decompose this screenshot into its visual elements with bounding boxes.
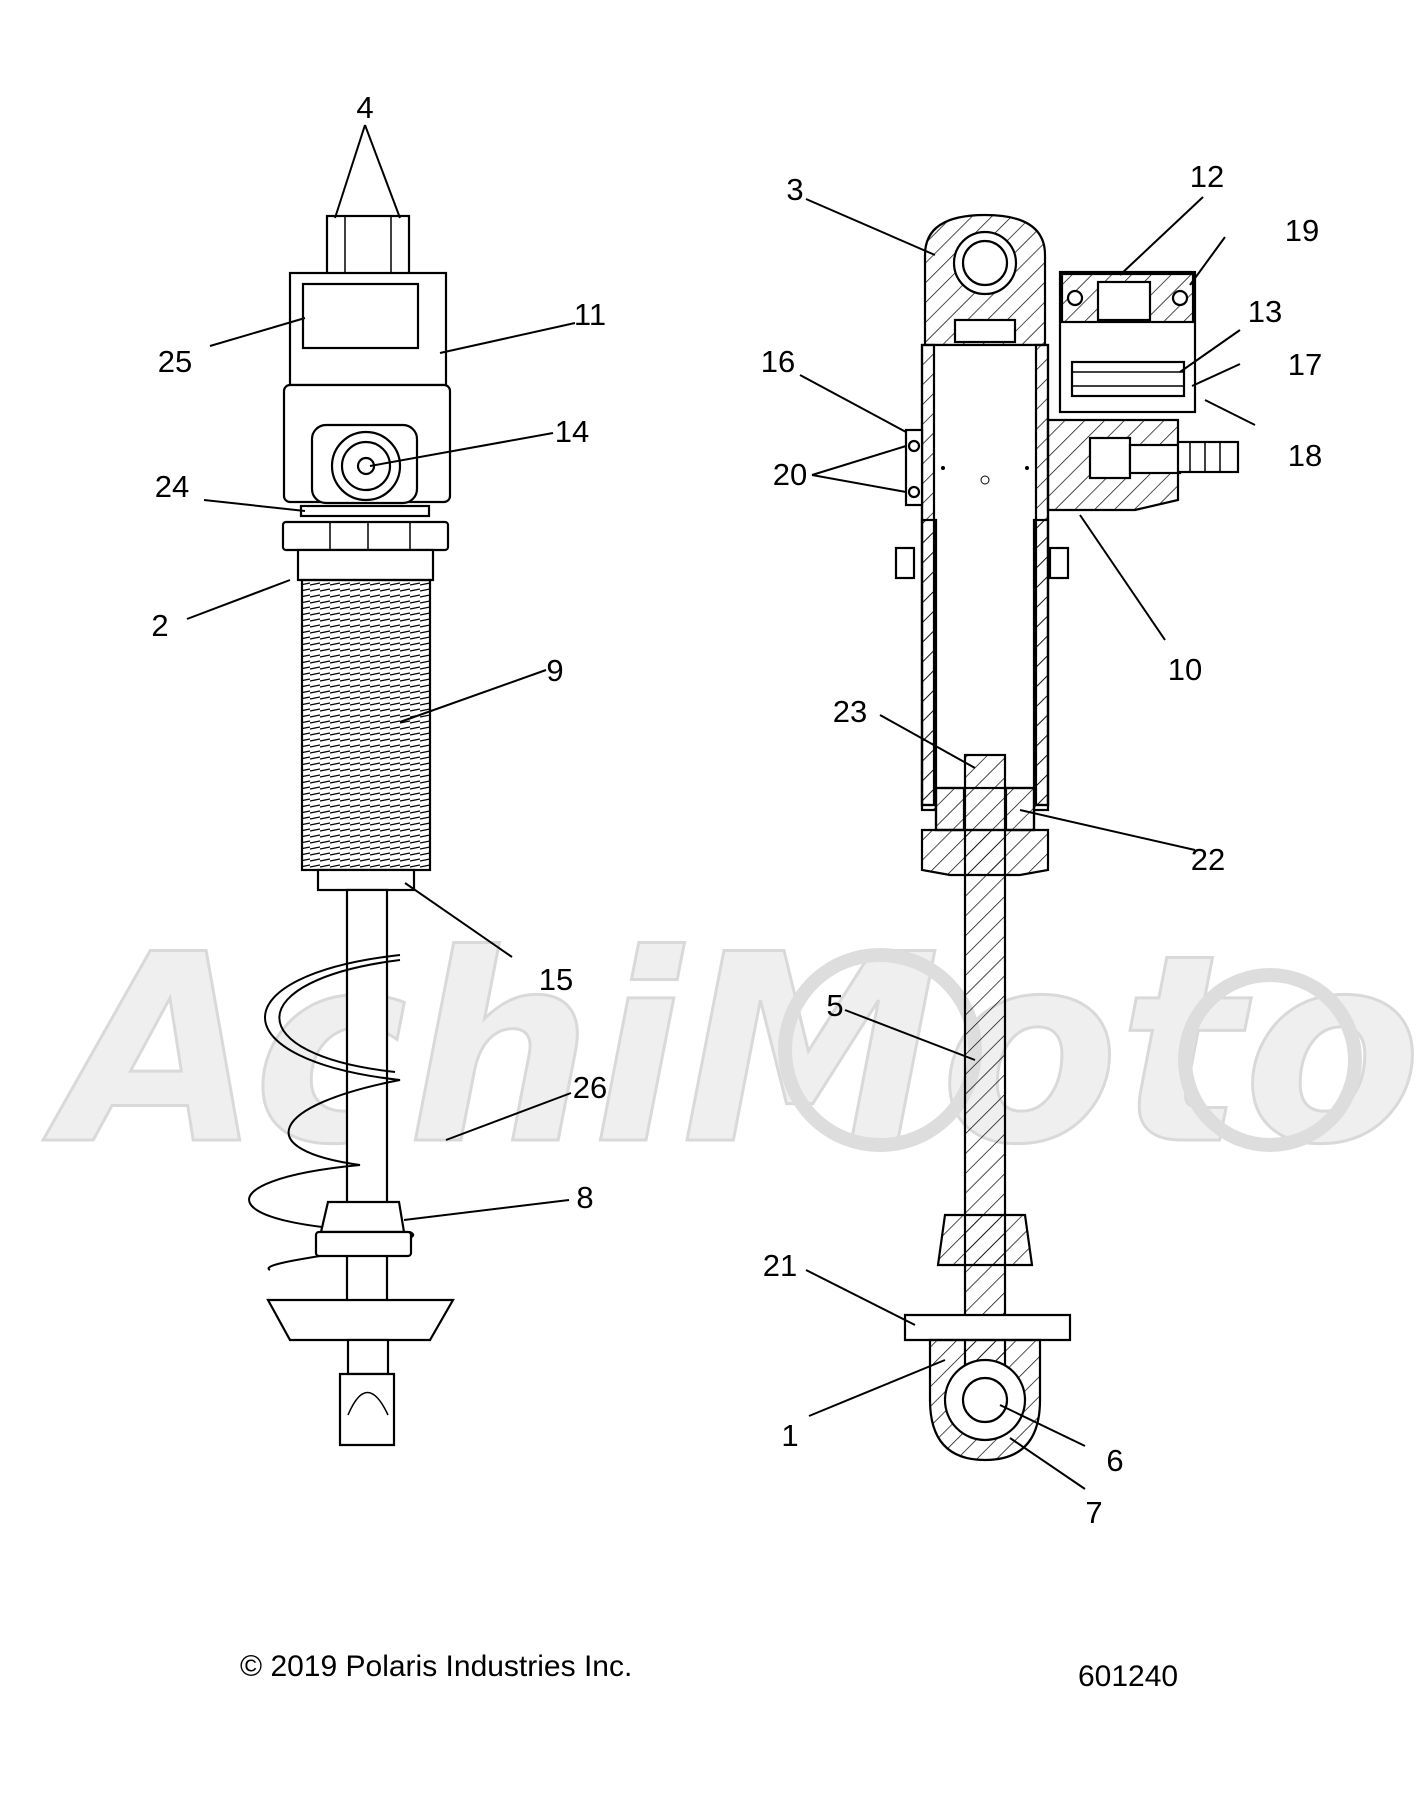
callout-22: 22: [1191, 842, 1225, 877]
eyelet-bore: [961, 1376, 1009, 1424]
threaded-body: [300, 578, 432, 872]
callout-11: 11: [574, 297, 606, 332]
bumper: [936, 1213, 1034, 1267]
shock-section-view: [894, 213, 1240, 1462]
callout-15: 15: [539, 962, 573, 997]
callouts: 4 25 11 14 24 2 9 15 26 8 3 12 19 13 17 …: [151, 90, 1322, 1530]
callout-12: 12: [1190, 159, 1224, 194]
callout-25: 25: [158, 344, 192, 379]
lower-eyelet: [338, 1372, 396, 1447]
leader-lines: [186, 124, 1256, 1490]
body-cap: [316, 868, 416, 892]
seal-ring: [299, 504, 431, 518]
callout-21: 21: [763, 1248, 797, 1283]
top-fitting: [325, 214, 411, 276]
shock-exterior-view: [248, 214, 455, 1447]
callout-5: 5: [826, 988, 843, 1023]
callout-7: 7: [1085, 1495, 1102, 1530]
callout-23: 23: [833, 694, 867, 729]
adjuster-knob-section: [1176, 440, 1240, 474]
preload-nut: [281, 520, 450, 552]
lower-retainer-section: [903, 1313, 1072, 1342]
callout-2: 2: [151, 608, 168, 643]
callout-17: 17: [1288, 347, 1322, 382]
watermark-text: AchiMoto: [40, 900, 1417, 1202]
spring-seat: [319, 1200, 406, 1234]
watermark-wheel: [1178, 968, 1362, 1152]
label-plate: [301, 282, 420, 350]
callout-18: 18: [1288, 438, 1322, 473]
callout-4: 4: [356, 90, 373, 125]
callout-1: 1: [781, 1418, 798, 1453]
copyright-text: © 2019 Polaris Industries Inc.: [240, 1650, 632, 1683]
callout-19: 19: [1285, 213, 1319, 248]
callout-16: 16: [761, 344, 795, 379]
callout-10: 10: [1168, 652, 1202, 687]
callout-26: 26: [573, 1070, 607, 1105]
shaft-section: [963, 753, 1007, 1367]
callout-20: 20: [773, 457, 807, 492]
reservoir-piston: [1070, 360, 1186, 398]
shaft: [345, 888, 389, 1332]
callout-3: 3: [786, 172, 803, 207]
callout-6: 6: [1106, 1443, 1123, 1478]
callout-13: 13: [1248, 294, 1282, 329]
callout-8: 8: [576, 1180, 593, 1215]
collar: [296, 548, 435, 582]
callout-24: 24: [155, 469, 189, 504]
watermark: AchiMoto: [38, 899, 1417, 1204]
callout-9: 9: [546, 653, 563, 688]
body-tube: [920, 343, 1050, 807]
lower-retainer: [266, 1298, 455, 1342]
callout-14: 14: [555, 414, 589, 449]
diagram-number: 601240: [1078, 1660, 1178, 1693]
